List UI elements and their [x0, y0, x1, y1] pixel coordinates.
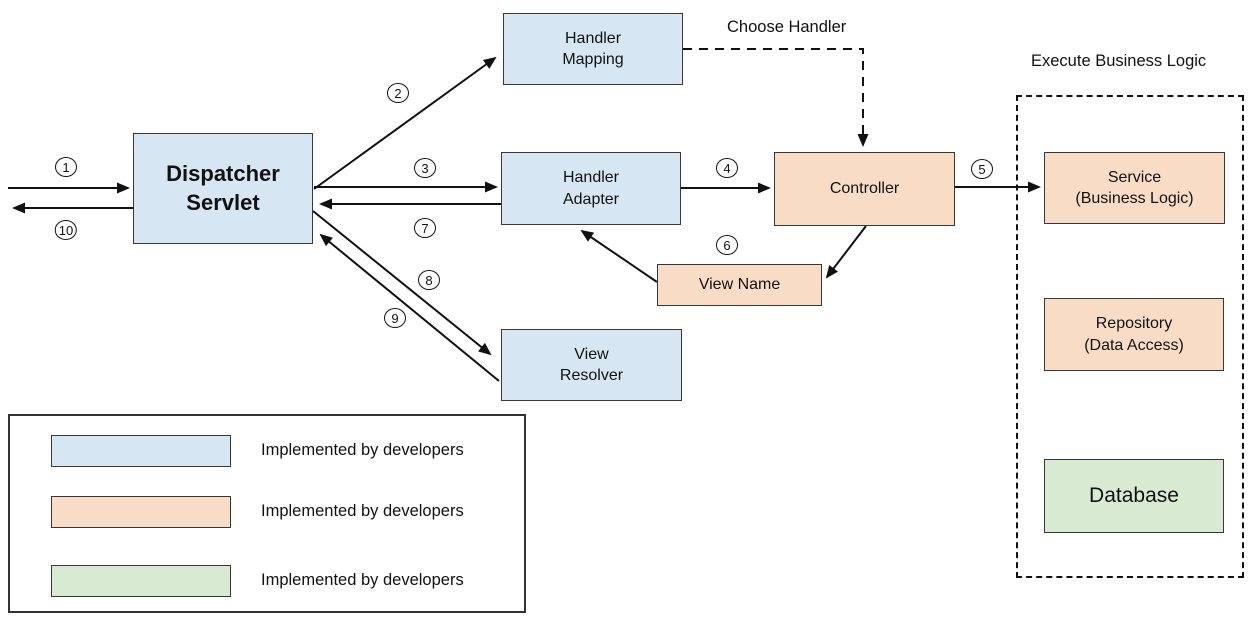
step-3-badge: 3: [414, 158, 436, 178]
node-view-resolver: View Resolver: [501, 329, 682, 401]
arrow-controller-to-view-name: [825, 225, 867, 279]
step-1-badge: 1: [55, 157, 77, 177]
step-8-badge: 8: [418, 270, 440, 290]
node-dispatcher-servlet: Dispatcher Servlet: [133, 133, 313, 244]
node-service: Service (Business Logic): [1044, 152, 1225, 224]
legend-box: Implemented by developers Implemented by…: [8, 414, 526, 613]
node-view-name: View Name: [657, 264, 822, 306]
node-label: View Resolver: [559, 345, 624, 384]
legend-label: Implemented by developers: [261, 502, 464, 520]
arrow-dispatcher-to-view-resolver: [312, 210, 492, 356]
legend-label: Implemented by developers: [261, 571, 464, 589]
step-5-badge: 5: [971, 159, 993, 179]
legend-swatch-orange: [51, 495, 231, 528]
node-repository: Repository (Data Access): [1044, 298, 1224, 371]
choose-handler-label: Choose Handler: [727, 18, 847, 36]
node-label: Controller: [829, 180, 900, 198]
node-label: View Name: [698, 276, 781, 294]
node-label: Database: [1089, 484, 1179, 508]
arrow-view-resolver-to-dispatcher: [319, 233, 500, 382]
arrow-dispatcher-to-handler-mapping: [313, 56, 497, 190]
step-6-badge: 6: [716, 235, 738, 255]
legend-row-blue: Implemented by developers: [51, 434, 464, 467]
legend-label: Implemented by developers: [261, 441, 464, 459]
node-database: Database: [1044, 459, 1224, 533]
execute-business-logic-label: Execute Business Logic: [1031, 52, 1207, 70]
legend-swatch-blue: [51, 434, 231, 467]
node-handler-mapping: Handler Mapping: [503, 13, 683, 85]
node-label: Dispatcher Servlet: [166, 160, 280, 215]
business-logic-container: [1016, 95, 1244, 578]
step-10-badge: 10: [54, 220, 78, 240]
legend-swatch-green: [51, 564, 231, 597]
node-label: Handler Mapping: [562, 29, 624, 68]
node-label: Handler Adapter: [562, 169, 620, 208]
node-controller: Controller: [774, 152, 955, 226]
node-label: Repository (Data Access): [1084, 315, 1184, 354]
step-7-badge: 7: [414, 218, 436, 238]
step-9-badge: 9: [384, 308, 406, 328]
arrow-view-name-to-handler-adapter: [580, 229, 658, 283]
arrow-choose-handler-dashed: [683, 48, 869, 147]
node-handler-adapter: Handler Adapter: [501, 152, 681, 225]
legend-row-green: Implemented by developers: [51, 564, 464, 597]
legend-row-orange: Implemented by developers: [51, 495, 464, 528]
node-label: Service (Business Logic): [1075, 168, 1194, 207]
step-2-badge: 2: [387, 83, 409, 103]
step-4-badge: 4: [716, 158, 738, 178]
